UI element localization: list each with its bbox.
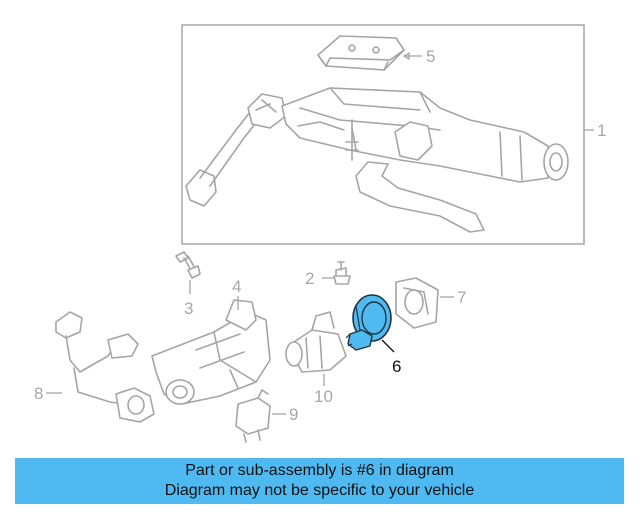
parts-diagram: 5 1 2 3 4 7 6 8 9 10 xyxy=(34,24,606,443)
banner-line-part: Part or sub-assembly is #6 in diagram xyxy=(185,462,454,479)
callout-5: 5 xyxy=(426,47,435,66)
part-1-steering-column xyxy=(185,87,569,233)
part-3-bolt xyxy=(175,251,201,279)
callout-1: 1 xyxy=(597,121,606,140)
callout-7: 7 xyxy=(457,288,466,307)
part-10-lock-cylinder xyxy=(285,311,347,373)
callout-3: 3 xyxy=(184,299,193,318)
part-7-bezel xyxy=(395,277,439,329)
part-9-switch xyxy=(235,389,271,443)
callout-9: 9 xyxy=(289,405,298,424)
part-4-lock-housing xyxy=(151,299,271,405)
part-5-module xyxy=(317,35,405,71)
info-banner: Part or sub-assembly is #6 in diagram Di… xyxy=(15,458,624,504)
callout-8: 8 xyxy=(34,384,43,403)
part-8-harness xyxy=(55,311,155,423)
callout-10: 10 xyxy=(314,387,333,406)
callout-4: 4 xyxy=(232,277,241,296)
part-6-highlighted-ring xyxy=(345,294,392,351)
callout-6: 6 xyxy=(392,357,401,376)
banner-line-disclaimer: Diagram may not be specific to your vehi… xyxy=(164,482,475,499)
callout-2: 2 xyxy=(305,269,314,288)
leader-lines xyxy=(46,51,594,415)
part-2-bolt xyxy=(333,261,351,285)
steering-column-frame xyxy=(181,24,585,245)
